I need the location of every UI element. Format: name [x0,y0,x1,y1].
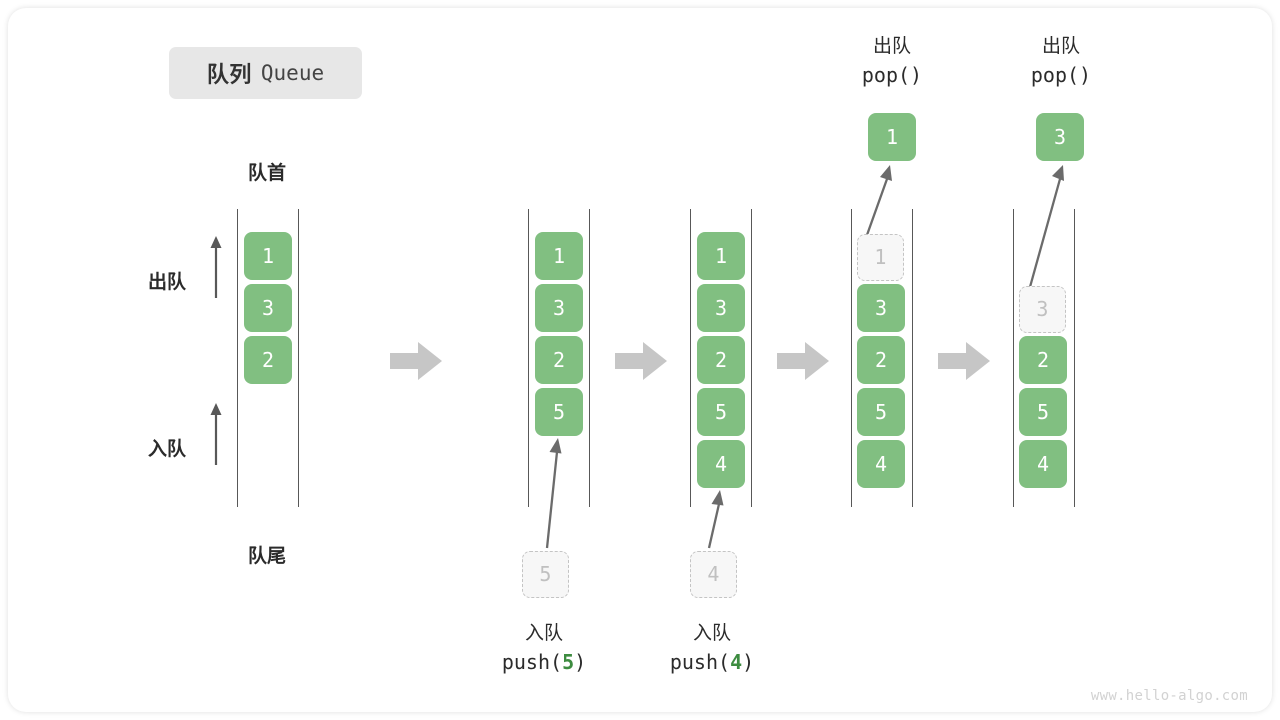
popped-cell: 3 [1036,113,1084,161]
transition-arrow-icon [777,342,829,380]
transition-arrow-icon [390,342,442,380]
queue-cell: 5 [1019,388,1067,436]
enqueue-direction-arrow [210,403,222,465]
queue-cell: 3 [244,284,292,332]
queue-cell: 3 [535,284,583,332]
enqueue-direction-label: 入队 [148,439,187,460]
queue-cell: 1 [697,232,745,280]
push-caption-cn: 入队 [524,623,563,644]
queue-rail-right-5 [1074,209,1076,507]
queue-rail-right-3 [751,209,753,507]
queue-rail-right-2 [589,209,591,507]
push-code-post: ) [574,649,587,674]
pop-caption-code: pop() [1030,62,1092,87]
push-code-arg: 5 [562,649,575,674]
pop-ghost-cell: 3 [1019,286,1066,333]
push-caption-code: push(5) [474,648,614,677]
queue-cell: 2 [535,336,583,384]
push-ghost-cell: 4 [690,551,737,598]
dequeue-direction-arrow [210,236,222,298]
pop-ghost-cell: 1 [857,234,904,281]
pop-caption-cn: 出队 [872,36,911,57]
queue-cell-new: 4 [697,440,745,488]
queue-cell: 3 [857,284,905,332]
queue-cell: 2 [244,336,292,384]
push-code-arg: 4 [730,649,743,674]
queue-cell-new: 5 [535,388,583,436]
queue-rail-left-4 [851,209,853,507]
pop-caption-1: 出队 pop() [827,33,957,90]
push-arrow-5 [545,438,562,549]
push-code-pre: push( [669,649,731,674]
pop-arrow-3 [1028,165,1064,288]
front-label: 队首 [247,163,286,184]
pop-caption-code: pop() [861,62,923,87]
push-code-pre: push( [501,649,563,674]
dequeue-direction-label: 出队 [148,272,187,293]
queue-cell: 1 [535,232,583,280]
queue-rail-left-5 [1013,209,1015,507]
queue-cell: 4 [1019,440,1067,488]
rear-label: 队尾 [247,546,286,567]
queue-cell: 5 [857,388,905,436]
pop-caption-3: 出队 pop() [996,33,1126,90]
queue-rail-right-1 [298,209,300,507]
diagram-title-chip: 队列 Queue [169,47,362,99]
title-chinese: 队列 [206,62,252,87]
watermark: www.hello-algo.com [1090,688,1248,704]
push-ghost-cell: 5 [522,551,569,598]
push-arrow-4 [707,490,724,549]
title-english: Queue [260,61,325,85]
pop-arrow-1 [865,165,892,236]
push-code-post: ) [742,649,755,674]
popped-cell: 1 [868,113,916,161]
push-caption-4: 入队 push(4) [642,620,782,677]
queue-rail-left-1 [237,209,239,507]
push-caption-cn: 入队 [692,623,731,644]
pop-caption-cn: 出队 [1041,36,1080,57]
queue-cell: 1 [244,232,292,280]
push-caption-code: push(4) [642,648,782,677]
transition-arrow-icon [615,342,667,380]
queue-rail-left-2 [528,209,530,507]
queue-cell: 3 [697,284,745,332]
queue-cell: 4 [857,440,905,488]
queue-cell: 2 [857,336,905,384]
queue-cell: 5 [697,388,745,436]
push-caption-5: 入队 push(5) [474,620,614,677]
queue-cell: 2 [697,336,745,384]
queue-cell: 2 [1019,336,1067,384]
queue-rail-left-3 [690,209,692,507]
queue-rail-right-4 [912,209,914,507]
transition-arrow-icon [938,342,990,380]
